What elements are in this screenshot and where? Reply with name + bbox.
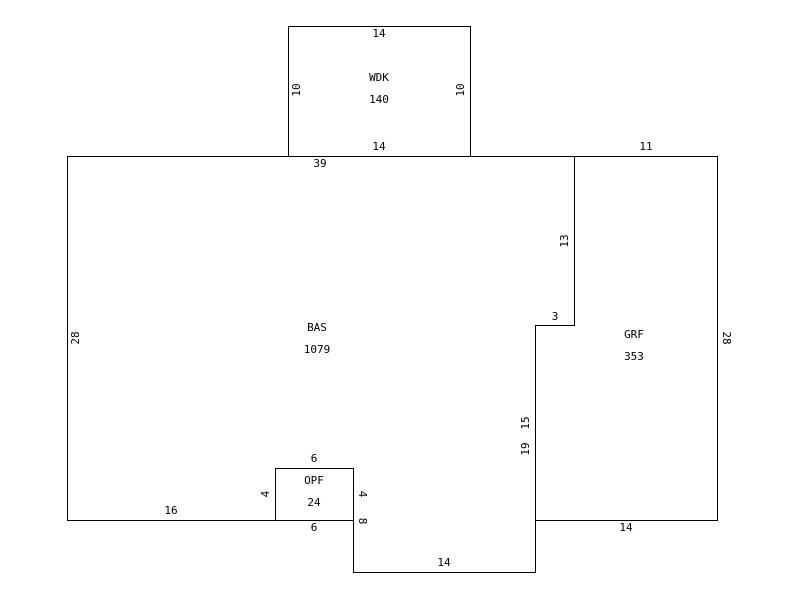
dim-opf-right: 4 [356, 491, 369, 498]
opf-area-label: 24 [307, 496, 321, 509]
dim-wdk-right: 10 [454, 83, 467, 96]
bas-area-label: 1079 [304, 343, 331, 356]
dim-grf-top: 11 [639, 140, 652, 153]
dim-bas-bottom-mid: 14 [437, 556, 451, 569]
grf-outline [535, 156, 718, 521]
wdk-area-label: 140 [369, 93, 389, 106]
dim-wdk-left: 10 [290, 83, 303, 96]
dim-opf-top: 6 [311, 452, 318, 465]
dim-bas-step: 8 [356, 518, 369, 525]
dim-wdk-bottom: 14 [372, 140, 386, 153]
wdk-code-label: WDK [369, 71, 389, 84]
grf-area-label: 353 [624, 350, 644, 363]
bas-code-label: BAS [307, 321, 327, 334]
dim-bas-notch: 3 [552, 310, 559, 323]
dim-opf-left: 4 [259, 490, 272, 497]
dim-bas-top: 39 [313, 157, 326, 170]
dim-bas-right-lower-a: 15 [519, 416, 532, 429]
dim-bas-bottom-left: 16 [164, 504, 177, 517]
dim-wdk-top: 14 [372, 27, 386, 40]
dim-bas-right-upper: 13 [558, 234, 571, 247]
bas-outline [67, 156, 575, 573]
dim-grf-right: 28 [720, 331, 733, 344]
dim-opf-bottom: 6 [311, 521, 318, 534]
wdk-outline [288, 26, 471, 157]
grf-code-label: GRF [624, 328, 644, 341]
opf-code-label: OPF [304, 474, 324, 487]
dim-grf-bottom: 14 [619, 521, 633, 534]
dim-bas-right-lower-b: 19 [519, 442, 532, 455]
dim-bas-left: 28 [69, 331, 82, 344]
opf-outline [275, 468, 354, 521]
